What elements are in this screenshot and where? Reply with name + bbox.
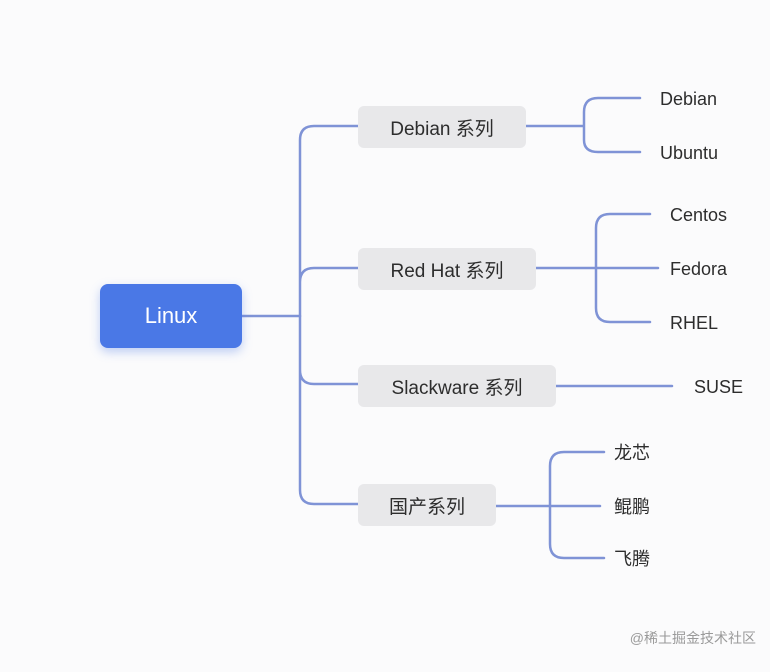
leaf-ubuntu[interactable]: Ubuntu [660, 143, 719, 163]
domestic-connector [494, 450, 606, 560]
branch-debian[interactable]: Debian 系列 [358, 106, 526, 148]
leaf-fedora[interactable]: Fedora [670, 259, 728, 279]
branch-slackware-label: Slackware 系列 [391, 377, 523, 399]
leaf-debian[interactable]: Debian [660, 89, 718, 109]
branch-domestic[interactable]: 国产系列 [358, 484, 496, 526]
branch-domestic-label: 国产系列 [388, 496, 465, 518]
branch-redhat-label: Red Hat 系列 [390, 260, 504, 282]
branch-slackware[interactable]: Slackware 系列 [358, 365, 556, 407]
leaf-rhel[interactable]: RHEL [670, 313, 719, 333]
branch-debian-label: Debian 系列 [390, 118, 494, 140]
leaf-suse[interactable]: SUSE [694, 377, 744, 397]
debian-connector [524, 96, 642, 154]
trunk-vertical [298, 124, 360, 506]
watermark-text: @稀土掘金技术社区 [629, 630, 756, 646]
root-label: Linux [144, 303, 198, 328]
branch-redhat[interactable]: Red Hat 系列 [358, 248, 536, 290]
leaf-phytium[interactable]: 飞腾 [614, 549, 650, 569]
leaf-loongson[interactable]: 龙芯 [614, 443, 650, 463]
leaf-kunpeng[interactable]: 鲲鹏 [614, 497, 650, 517]
leaf-centos[interactable]: Centos [670, 205, 728, 225]
root-node-linux[interactable]: Linux [100, 284, 242, 348]
redhat-connector [534, 212, 660, 324]
